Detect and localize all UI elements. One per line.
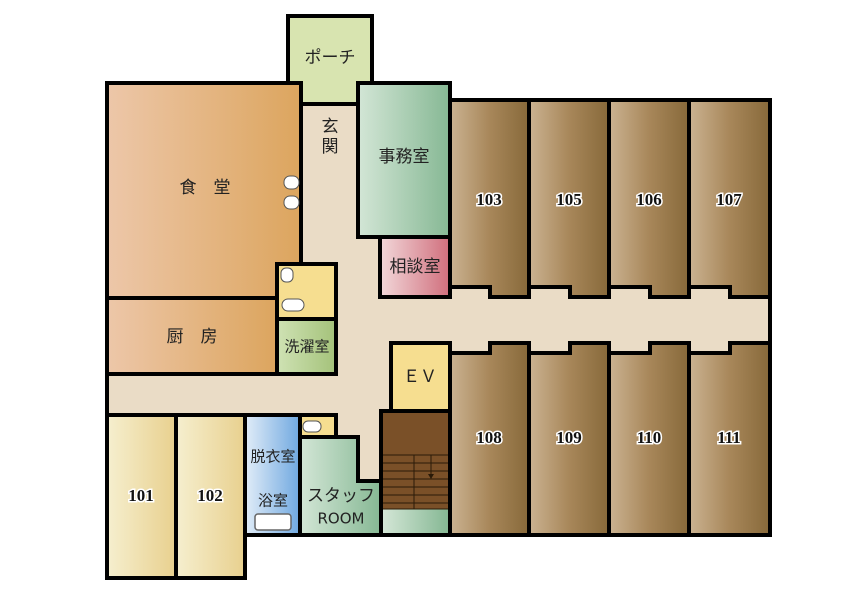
staff-label-2: ROOM — [318, 510, 365, 528]
consultation-label: 相談室 — [390, 257, 441, 277]
stairs[interactable] — [379, 409, 452, 537]
room-number: 102 — [197, 486, 223, 505]
staff-label-1: スタッフ — [307, 486, 375, 506]
entrance-label-1: 玄 — [322, 117, 339, 137]
room-111[interactable] — [687, 341, 772, 537]
porch-label: ポーチ — [305, 48, 356, 68]
room-office[interactable] — [356, 81, 452, 239]
room-number: 109 — [556, 428, 582, 447]
elevator-label: ＥＶ — [403, 367, 437, 387]
changing-room-label: 脱衣室 — [250, 448, 295, 466]
room-number: 103 — [476, 190, 502, 209]
bathroom-label: 浴室 — [258, 492, 288, 510]
sink-icon — [283, 175, 300, 210]
room-consultation[interactable] — [378, 235, 452, 299]
toilet-icon — [280, 267, 305, 312]
room-number: 108 — [476, 428, 502, 447]
room-kitchen[interactable] — [105, 296, 279, 376]
entrance-label-2: 関 — [322, 137, 339, 157]
room-number: 110 — [637, 428, 662, 447]
toilet-icon — [302, 420, 322, 433]
room-110[interactable] — [607, 341, 691, 537]
office-label: 事務室 — [379, 147, 430, 167]
room-number: 105 — [556, 190, 582, 209]
laundry-label: 洗濯室 — [284, 338, 329, 356]
room-number: 111 — [717, 428, 741, 447]
elevator[interactable] — [389, 341, 452, 413]
room-109[interactable] — [527, 341, 611, 537]
room-107[interactable] — [687, 98, 772, 299]
room-number: 106 — [636, 190, 662, 209]
dining-label: 食 堂 — [180, 178, 231, 198]
room-laundry[interactable] — [275, 317, 338, 376]
bathtub-icon — [254, 513, 292, 531]
room-102[interactable] — [174, 413, 247, 580]
room-number: 101 — [128, 486, 154, 505]
arrow-down-icon — [428, 474, 434, 479]
kitchen-label: 厨 房 — [167, 327, 218, 347]
room-number: 107 — [716, 190, 742, 209]
